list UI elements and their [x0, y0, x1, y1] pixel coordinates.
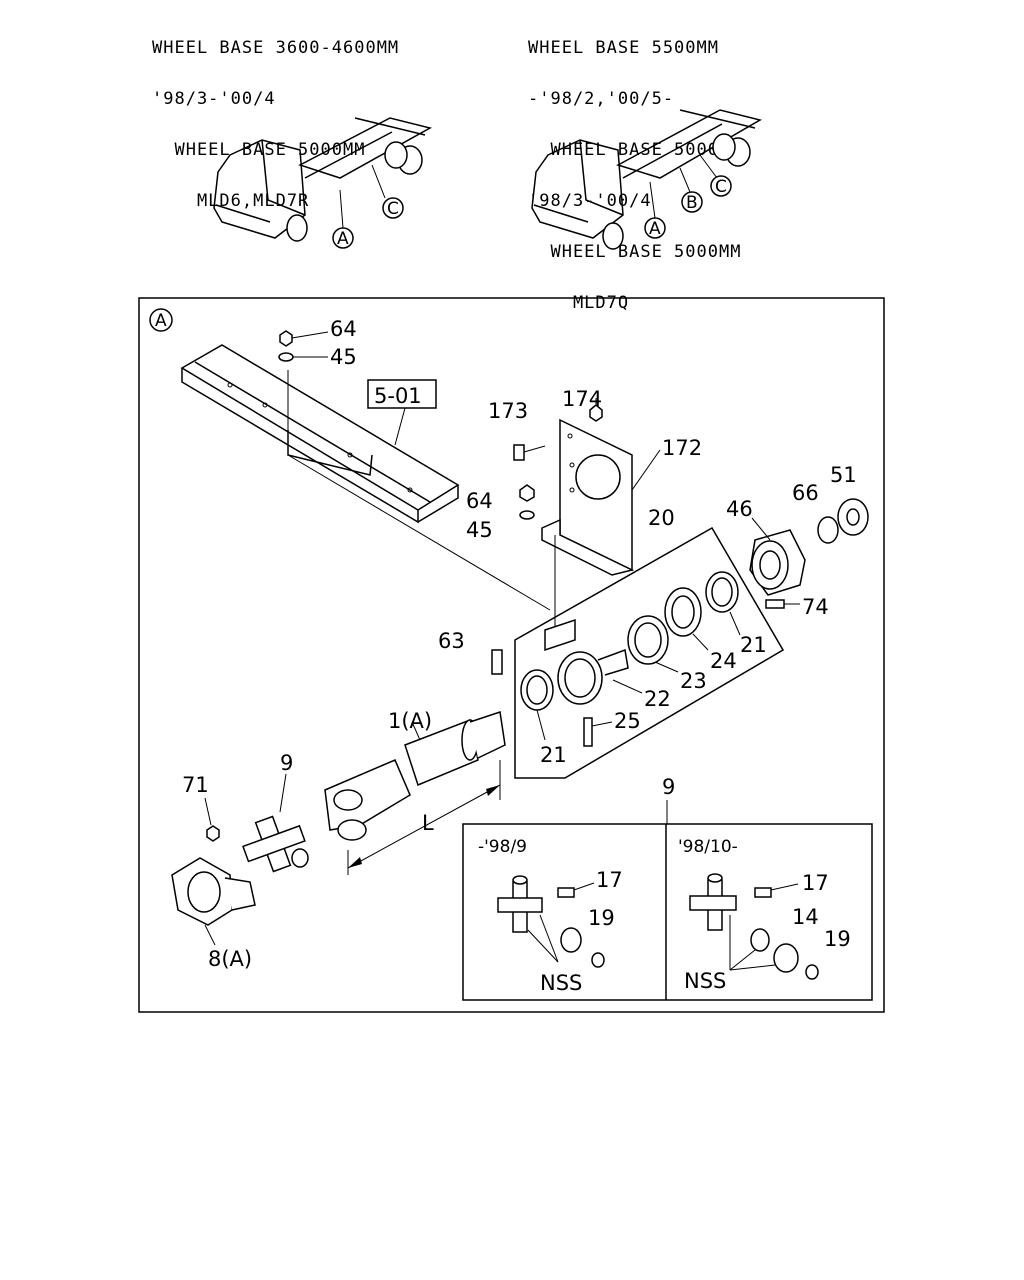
grease-fitting-icon [754, 887, 772, 898]
washer-icon [817, 516, 839, 544]
part-number: 45 [466, 518, 493, 542]
part-number: 173 [488, 399, 528, 423]
header-right: WHEEL BASE 5500MM -'98/2,'00/5- WHEEL BA… [528, 6, 741, 329]
inset-left-spider [497, 875, 543, 933]
callout-c: C [387, 199, 399, 219]
spider-joint-9 [242, 815, 309, 873]
nut-icon [519, 484, 535, 502]
callout-circle [382, 197, 404, 219]
propeller-shaft [324, 711, 506, 841]
part-number: 21 [740, 633, 767, 657]
frame-rail [180, 344, 460, 524]
group-20-outline [514, 526, 785, 779]
callout-a: A [649, 219, 661, 239]
part-number: 66 [792, 481, 819, 505]
callout-circle [332, 227, 354, 249]
part-number: 22 [644, 687, 671, 711]
center-bearing-parts [520, 571, 739, 711]
part-number: 24 [710, 649, 737, 673]
inset-right-date: '98/10- [678, 837, 738, 857]
part-number: 25 [614, 709, 641, 733]
inset-left-date: -'98/9 [478, 837, 527, 857]
seal-icon [750, 928, 770, 952]
callout-b: B [686, 193, 698, 213]
callout-a: A [337, 229, 349, 249]
callout-c: C [715, 177, 727, 197]
bolt-icon [491, 649, 503, 675]
view-label-circle [149, 308, 173, 332]
part-number: 71 [182, 773, 209, 797]
part-number: 174 [562, 387, 602, 411]
part-number: 8(A) [208, 947, 252, 971]
flange-46 [749, 529, 806, 596]
header-right-line: WHEEL BASE 5000MM [528, 242, 742, 262]
part-number: 51 [830, 463, 857, 487]
part-number: 74 [802, 595, 829, 619]
header-right-line: WHEEL BASE 5500MM [528, 38, 719, 58]
bolt-icon [765, 599, 785, 609]
part-number: 45 [330, 345, 357, 369]
nss-label: NSS [540, 971, 582, 995]
bracket-172 [541, 418, 635, 576]
nut-icon [206, 825, 220, 842]
header-right-line: -'98/2,'00/5- [528, 89, 675, 109]
part-number: 19 [824, 927, 851, 951]
part-number: 63 [438, 629, 465, 653]
part-number: 17 [802, 871, 829, 895]
callout-circle [644, 217, 666, 239]
inset-right-spider [689, 873, 737, 931]
snap-ring-icon [591, 952, 605, 968]
nut-icon [589, 404, 603, 422]
callout-circle [710, 175, 732, 197]
section-ref-box [367, 379, 437, 409]
part-number: 46 [726, 497, 753, 521]
washer-icon [519, 510, 535, 520]
dimension-l [347, 760, 501, 875]
header-left-line: '98/3-'00/4 [152, 89, 276, 109]
part-number: 14 [792, 905, 819, 929]
part-number: 19 [588, 906, 615, 930]
part-number: 9 [280, 751, 293, 775]
part-number: 17 [596, 868, 623, 892]
inset-group-label: 9 [662, 775, 675, 799]
part-number: 64 [330, 317, 357, 341]
grease-fitting-icon [583, 717, 593, 747]
bolt-icon [513, 444, 525, 461]
flange-yoke-8 [171, 857, 256, 926]
detail-frame [138, 297, 885, 1013]
truck-left-illustration: A C [213, 117, 433, 249]
header-left-line: WHEEL BASE 5000MM [152, 140, 366, 160]
bearing-cup-icon [773, 943, 799, 973]
snap-ring-icon [805, 964, 819, 980]
view-label: A [155, 311, 167, 331]
grease-fitting-icon [557, 887, 575, 898]
nss-label: NSS [684, 969, 726, 993]
part-number: 20 [648, 506, 675, 530]
header-left-line: WHEEL BASE 3600-4600MM [152, 38, 400, 58]
part-number: 23 [680, 669, 707, 693]
dimension-label: L [422, 811, 434, 835]
washer-icon [278, 352, 294, 362]
callout-circle [681, 191, 703, 213]
part-number: 21 [540, 743, 567, 767]
truck-right-illustration: A B C [531, 109, 762, 250]
section-ref: 5-01 [374, 384, 422, 408]
nut-icon [279, 330, 293, 347]
part-number: 172 [662, 436, 702, 460]
part-number: 1(A) [388, 709, 432, 733]
bearing-cup-icon [560, 927, 582, 953]
part-number: 64 [466, 489, 493, 513]
